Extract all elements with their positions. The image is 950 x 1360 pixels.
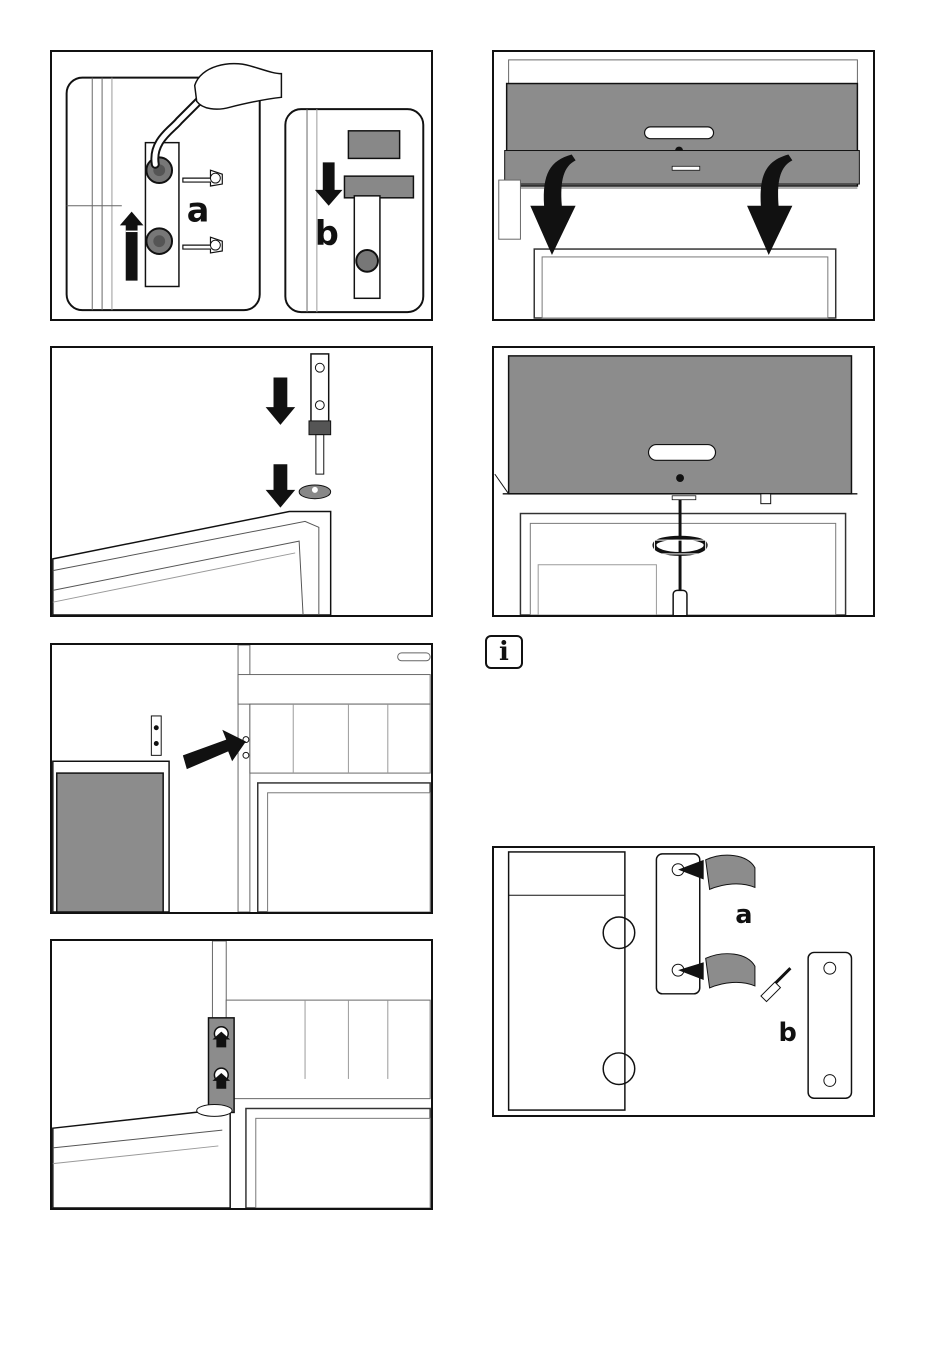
- label-b: b: [315, 214, 339, 253]
- figure-hinge-covers: a b: [492, 846, 875, 1117]
- hinge-pin-illustration: a b: [52, 52, 431, 319]
- hinge-fixed-illustration: [52, 941, 431, 1208]
- info-icon: i: [485, 635, 523, 669]
- label-a: a: [187, 190, 210, 229]
- hinge-covers-illustration: a b: [494, 848, 873, 1115]
- figure-hinge-pin-removal: a b: [50, 50, 433, 321]
- door-placement-illustration: [52, 645, 431, 912]
- figure-cover-screw: [492, 346, 875, 617]
- label-a: a: [735, 900, 752, 930]
- figure-door-placement: [50, 643, 433, 914]
- hinge-insert-illustration: [52, 348, 431, 615]
- figure-hinge-insert: [50, 346, 433, 617]
- figure-top-cover-tilt: [492, 50, 875, 321]
- figure-hinge-fixed: [50, 939, 433, 1210]
- label-b: b: [779, 1018, 797, 1048]
- cover-screw-illustration: [494, 348, 873, 615]
- top-cover-tilt-illustration: [494, 52, 873, 319]
